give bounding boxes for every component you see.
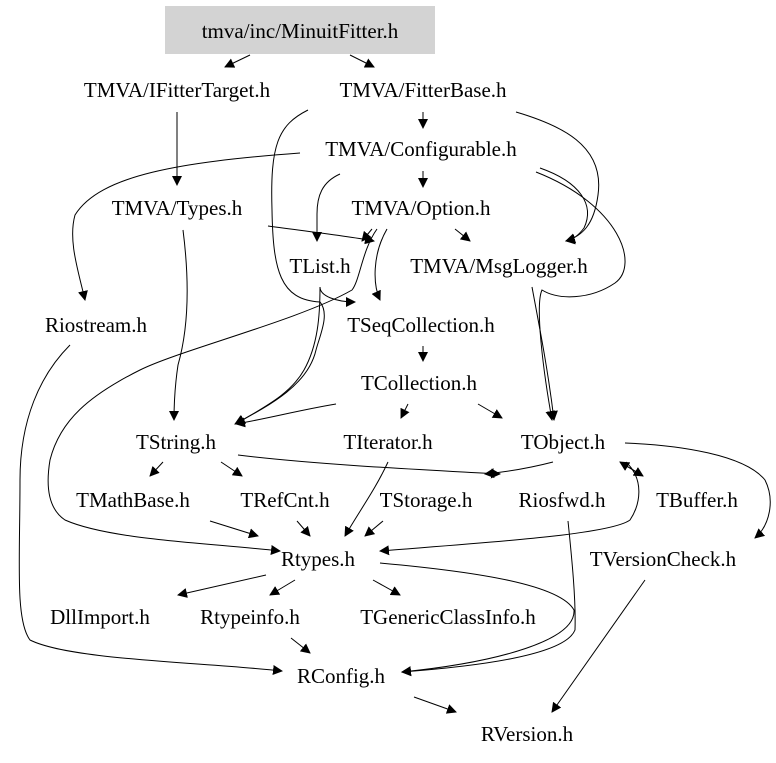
edge-rtypes-to-tgenericclassinfo bbox=[372, 579, 401, 596]
edge-rconfig-to-rversion bbox=[413, 696, 457, 714]
node-option[interactable]: TMVA/Option.h bbox=[351, 196, 491, 220]
node-tlist[interactable]: TList.h bbox=[289, 254, 351, 278]
edge-tcollection-to-tobject bbox=[477, 403, 503, 419]
node-titerator[interactable]: TIterator.h bbox=[343, 430, 433, 454]
node-configurable[interactable]: TMVA/Configurable.h bbox=[325, 137, 517, 161]
node-tseqcollection[interactable]: TSeqCollection.h bbox=[347, 313, 495, 337]
edge-rtypes-to-dllimport bbox=[177, 574, 267, 598]
edge-tstring-to-riosfwd bbox=[237, 454, 501, 479]
edge-configurable-to-tobject bbox=[535, 171, 626, 421]
node-types[interactable]: TMVA/Types.h bbox=[112, 196, 243, 220]
node-tgenericclassinfo[interactable]: TGenericClassInfo.h bbox=[360, 605, 536, 629]
node-tversioncheck[interactable]: TVersionCheck.h bbox=[590, 547, 737, 571]
node-rversion[interactable]: RVersion.h bbox=[481, 722, 574, 746]
edge-tstring-to-trefcnt bbox=[220, 461, 243, 477]
node-tbuffer[interactable]: TBuffer.h bbox=[656, 488, 738, 512]
edge-minuitfitter-to-fitterbase bbox=[349, 54, 375, 68]
edge-rtypes-to-rconfig bbox=[379, 562, 575, 677]
node-trefcnt[interactable]: TRefCnt.h bbox=[240, 488, 330, 512]
edge-tversioncheck-to-rversion bbox=[551, 579, 646, 713]
root-node-highlight bbox=[165, 6, 435, 54]
node-msglogger[interactable]: TMVA/MsgLogger.h bbox=[410, 254, 588, 278]
node-fitterbase[interactable]: TMVA/FitterBase.h bbox=[339, 78, 507, 102]
node-ifittertarget[interactable]: TMVA/IFitterTarget.h bbox=[84, 78, 271, 102]
node-riostream[interactable]: Riostream.h bbox=[45, 313, 148, 337]
edge-tobject-to-riosfwd bbox=[484, 461, 554, 479]
edge-rtypes-to-rtypeinfo bbox=[269, 579, 296, 596]
edge-msglogger-to-tobject bbox=[531, 286, 558, 421]
edge-tobject-to-rtypes bbox=[379, 461, 640, 556]
edge-types-to-tstring bbox=[169, 229, 188, 421]
edge-riosfwd-to-rconfig bbox=[401, 520, 576, 677]
edge-tobject-to-tversioncheck bbox=[624, 442, 771, 539]
edge-tlist-to-tseqcollection bbox=[319, 286, 356, 307]
node-tstring[interactable]: TString.h bbox=[136, 430, 216, 454]
edge-option-to-tseqcollection bbox=[371, 228, 388, 301]
edge-rtypeinfo-to-rconfig bbox=[290, 637, 311, 654]
edge-option-to-rtypes bbox=[47, 228, 378, 555]
edge-types-to-msglogger bbox=[267, 225, 375, 245]
edge-tstorage-to-rtypes bbox=[364, 520, 384, 537]
node-rtypeinfo[interactable]: Rtypeinfo.h bbox=[200, 605, 300, 629]
edge-configurable-to-riostream bbox=[72, 152, 301, 301]
edge-tcollection-to-tstring bbox=[235, 403, 337, 428]
nodes-layer: tmva/inc/MinuitFitter.h TMVA/IFitterTarg… bbox=[45, 6, 738, 746]
edge-tlist-to-tstring bbox=[235, 286, 321, 425]
node-dllimport[interactable]: DllImport.h bbox=[50, 605, 150, 629]
edge-titerator-to-rtypes bbox=[344, 461, 389, 537]
edge-option-to-msglogger bbox=[454, 228, 471, 242]
node-rtypes[interactable]: Rtypes.h bbox=[281, 547, 356, 571]
edge-tmathbase-to-rtypes bbox=[209, 520, 259, 539]
edge-configurable-to-msglogger bbox=[539, 167, 588, 245]
edge-tbuffer-to-tobject bbox=[619, 461, 644, 477]
node-minuitfitter[interactable]: tmva/inc/MinuitFitter.h bbox=[202, 19, 399, 43]
edge-configurable-to-tlist bbox=[312, 173, 341, 242]
node-tobject[interactable]: TObject.h bbox=[521, 430, 606, 454]
edge-fitterbase-to-tstring bbox=[234, 109, 325, 425]
edge-tcollection-to-titerator bbox=[400, 403, 410, 419]
edge-option-to-tlist bbox=[361, 228, 373, 242]
node-tmathbase[interactable]: TMathBase.h bbox=[76, 488, 190, 512]
edge-tstring-to-tmathbase bbox=[149, 461, 164, 477]
edge-minuitfitter-to-ifittertarget bbox=[224, 54, 251, 68]
node-tstorage[interactable]: TStorage.h bbox=[380, 488, 473, 512]
node-rconfig[interactable]: RConfig.h bbox=[297, 664, 386, 688]
edge-riostream-to-rconfig bbox=[18, 344, 283, 675]
node-tcollection[interactable]: TCollection.h bbox=[361, 371, 478, 395]
edges-layer bbox=[18, 54, 771, 714]
node-riosfwd[interactable]: Riosfwd.h bbox=[519, 488, 606, 512]
edge-fitterbase-to-msglogger bbox=[515, 111, 600, 244]
edge-trefcnt-to-rtypes bbox=[296, 520, 311, 537]
